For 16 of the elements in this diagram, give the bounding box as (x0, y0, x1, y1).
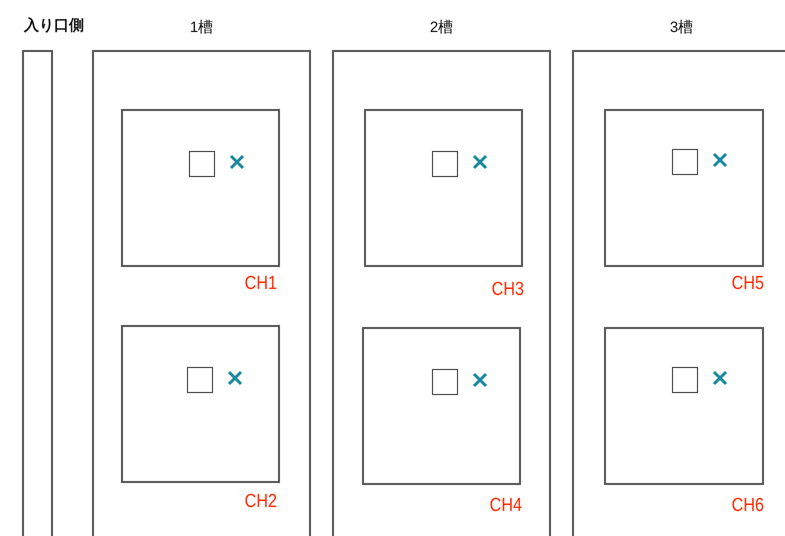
entrance-label: 入り口側 (22, 16, 85, 35)
channel-label: CH1 (244, 273, 277, 295)
small-square (187, 367, 213, 393)
channel-label: CH2 (244, 491, 277, 513)
small-square (672, 367, 698, 393)
channel-label: CH6 (730, 495, 764, 517)
channel-label: CH4 (488, 495, 522, 517)
channel-label: CH5 (730, 273, 764, 295)
tank-label: 2槽 (428, 18, 454, 37)
small-square (672, 149, 698, 175)
small-square (432, 151, 458, 177)
small-square (189, 151, 215, 177)
tank-label: 1槽 (188, 18, 214, 37)
small-square (432, 369, 458, 395)
channel-label: CH3 (490, 279, 524, 301)
tank-label: 3槽 (668, 18, 694, 37)
